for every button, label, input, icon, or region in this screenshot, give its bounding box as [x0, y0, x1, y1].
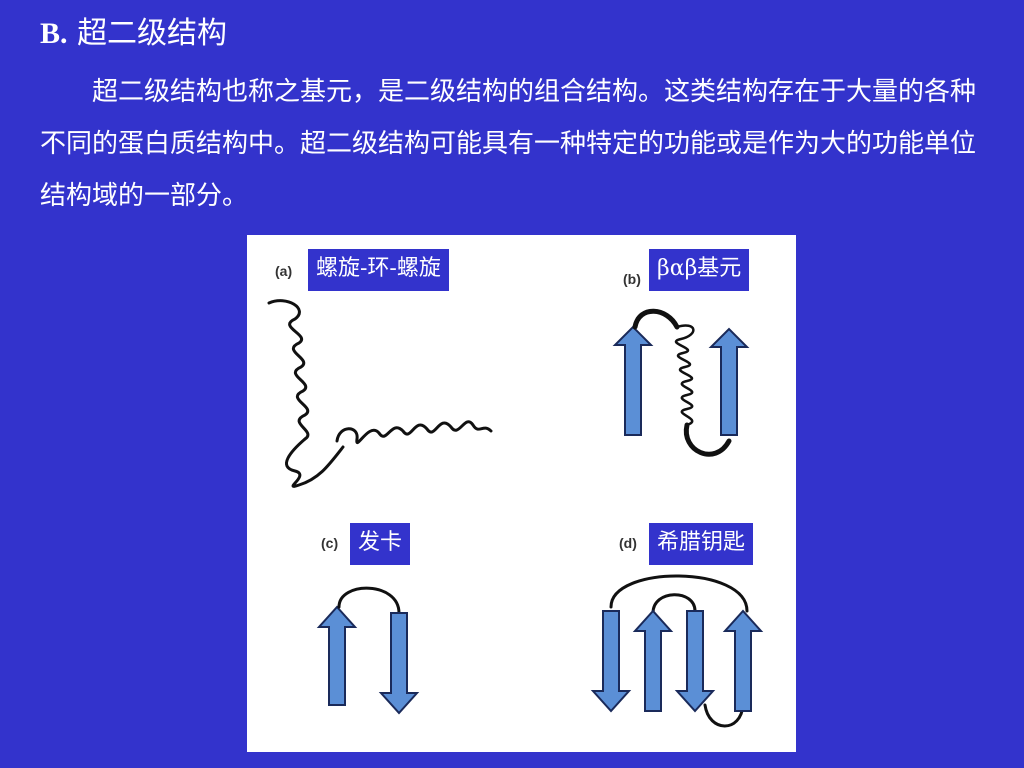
slide-title: B. 超二级结构 — [40, 12, 227, 56]
helix-vertical — [267, 299, 310, 441]
helix-loop-helix-diagram — [267, 299, 493, 488]
beta-alpha-beta-diagram — [612, 308, 750, 457]
helix-loop — [285, 437, 345, 488]
greek-key-loop-bottom — [703, 703, 745, 728]
section-label: B. — [40, 17, 68, 50]
beta-strand-left — [612, 325, 654, 436]
description-text: 超二级结构也称之基元，是二级结构的组合结构。这类结构存在于大量的各种不同的蛋白质… — [40, 66, 984, 222]
panel-c-letter: (c) — [321, 535, 339, 551]
greek-key-loop-inner — [651, 593, 697, 615]
hairpin-strand-down — [378, 612, 420, 715]
greek-key-loop-outer — [609, 574, 749, 613]
alpha-helix — [674, 324, 695, 427]
greek-key-strand-3 — [674, 610, 716, 713]
hairpin-diagram — [316, 586, 420, 715]
greek-key-strand-2 — [632, 609, 674, 712]
greek-key-strand-1 — [590, 610, 632, 713]
panel-b-label: βαβ基元 — [649, 249, 750, 291]
helix-horizontal — [335, 420, 493, 445]
panel-c-label: 发卡 — [350, 523, 411, 565]
beta-strand-right — [708, 327, 750, 436]
panel-d-letter: (d) — [619, 535, 637, 551]
panel-d-label: 希腊钥匙 — [649, 523, 754, 565]
greek-key-strand-4 — [722, 609, 764, 712]
connecting-loop-top — [632, 308, 680, 330]
panel-a-label: 螺旋-环-螺旋 — [308, 249, 449, 291]
hairpin-loop — [337, 586, 401, 615]
connecting-loop-bottom — [683, 422, 732, 457]
panel-a-letter: (a) — [275, 263, 293, 279]
description-paragraph: 超二级结构也称之基元，是二级结构的组合结构。这类结构存在于大量的各种不同的蛋白质… — [40, 77, 977, 211]
hairpin-strand-up — [316, 605, 358, 706]
section-title: 超二级结构 — [77, 16, 228, 51]
structure-diagrams — [267, 299, 764, 728]
panel-b-letter: (b) — [623, 271, 641, 287]
greek-key-diagram — [590, 574, 764, 728]
supersecondary-figure: (a) 螺旋-环-螺旋 (b) βαβ基元 (c) 发卡 (d) 希腊钥匙 — [247, 235, 796, 752]
